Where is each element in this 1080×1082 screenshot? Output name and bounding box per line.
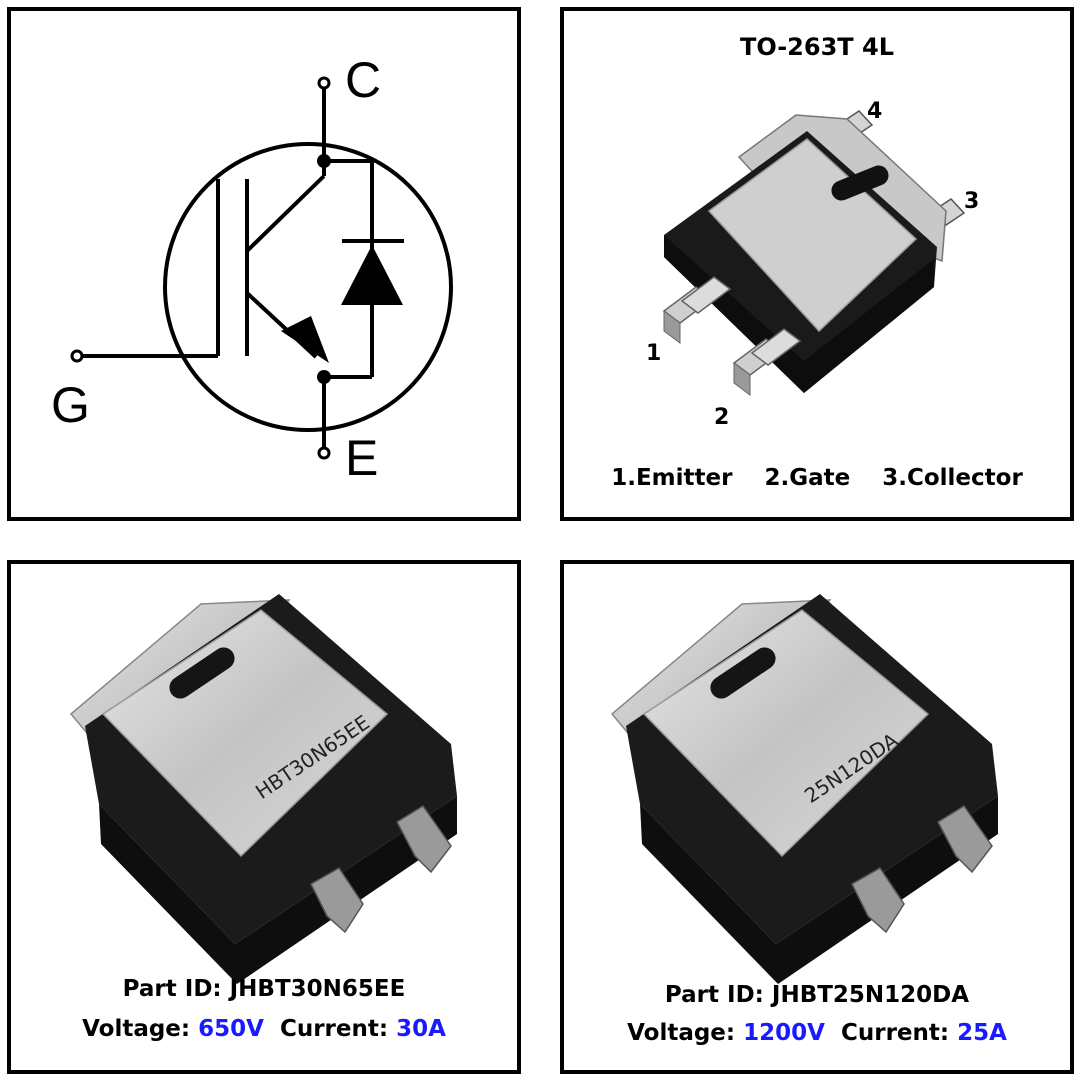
part-2-panel: 25N120DA Part ID: JHBT25N120DA Voltage: … — [560, 560, 1074, 1074]
part-1-current: 30A — [396, 1016, 446, 1042]
part-1-ratings-line: Voltage: 650V Current: 30A — [11, 1016, 517, 1042]
collector-terminal — [317, 76, 331, 90]
part-2-id-label: Part ID: — [664, 982, 764, 1008]
pin-legend-3: 3.Collector — [882, 465, 1023, 491]
part-2-photo — [610, 594, 998, 984]
pin-3-label: 3 — [964, 189, 980, 214]
part-2-id: JHBT25N120DA — [771, 982, 970, 1008]
part-2-id-line: Part ID: JHBT25N120DA — [564, 982, 1070, 1008]
gate-label: G — [51, 377, 90, 433]
emitter-label: E — [345, 430, 379, 486]
pin-legend-1: 1.Emitter — [611, 465, 733, 491]
package-outline-panel: TO-263T 4L 4 3 1 2 1.Emitter 2.Gate 3.Co… — [560, 7, 1074, 521]
part-1-id-line: Part ID: JHBT30N65EE — [11, 976, 517, 1002]
part-2-voltage: 1200V — [743, 1020, 825, 1046]
package-drawing — [662, 110, 966, 396]
part-1-id-label: Part ID: — [122, 976, 222, 1002]
part-2-current-label: Current: — [840, 1020, 950, 1046]
pin-4-label: 4 — [867, 99, 883, 124]
part-1-id: JHBT30N65EE — [229, 976, 406, 1002]
part-2-current: 25A — [957, 1020, 1007, 1046]
igbt-symbol-diagram — [70, 76, 453, 460]
pin-legend: 1.Emitter 2.Gate 3.Collector — [564, 465, 1070, 491]
part-1-panel: HBT30N65EE Part ID: JHBT30N65EE Voltage:… — [7, 560, 521, 1074]
gate-terminal — [70, 349, 84, 363]
part-1-voltage: 650V — [198, 1016, 264, 1042]
collector-label: C — [345, 52, 382, 108]
pin-legend-2: 2.Gate — [764, 465, 851, 491]
emitter-terminal — [317, 446, 331, 460]
part-1-current-label: Current: — [279, 1016, 389, 1042]
pin-1-label: 1 — [646, 341, 662, 366]
igbt-symbol-panel: C G E — [7, 7, 521, 521]
part-2-voltage-label: Voltage: — [627, 1020, 736, 1046]
package-title: TO-263T 4L — [740, 33, 894, 61]
pin-2-label: 2 — [714, 405, 730, 430]
part-1-voltage-label: Voltage: — [82, 1016, 191, 1042]
part-2-ratings-line: Voltage: 1200V Current: 25A — [564, 1020, 1070, 1046]
part-1-photo — [69, 594, 457, 984]
